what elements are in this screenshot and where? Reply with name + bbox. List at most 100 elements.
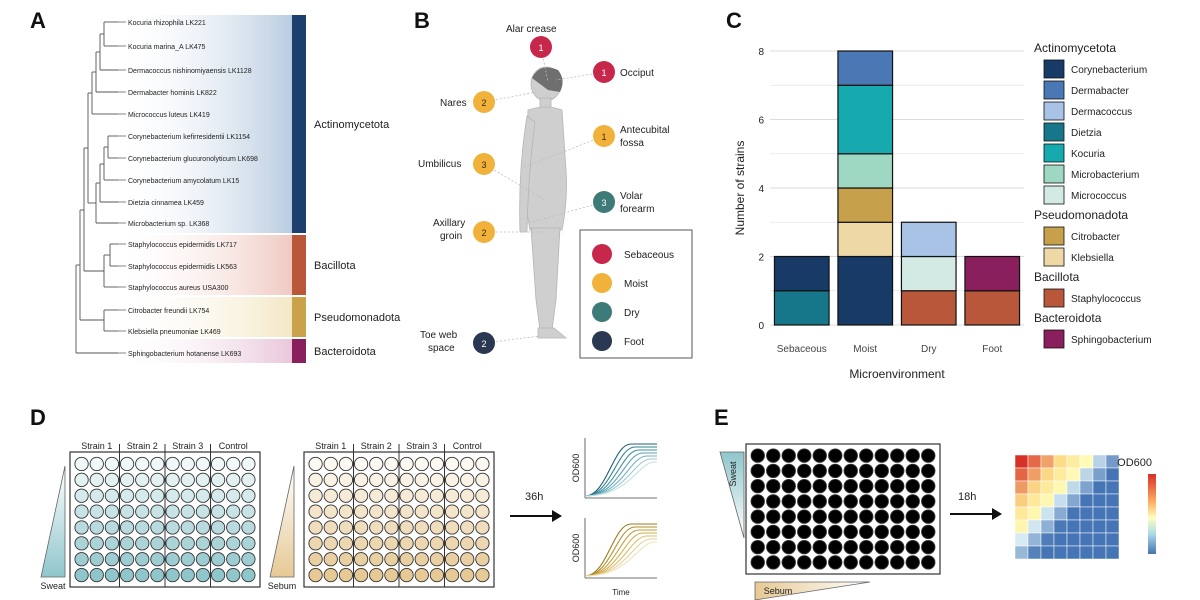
taxon-label: Citrobacter freundii LK754 <box>128 308 209 315</box>
taxon-label: Sphingobacterium hotanense LK693 <box>128 351 241 358</box>
legend-label: Sebaceous <box>624 250 674 261</box>
well <box>369 456 384 472</box>
well <box>89 504 104 519</box>
well <box>384 488 399 503</box>
column-label: Strain 1 <box>81 441 112 451</box>
heatmap-cell <box>1079 519 1094 534</box>
heatmap-cell <box>1079 480 1094 495</box>
well <box>460 504 475 519</box>
well <box>241 552 256 567</box>
well <box>104 552 120 567</box>
heatmap-cell <box>1079 506 1094 521</box>
well <box>475 456 490 472</box>
clade-bar <box>292 339 306 363</box>
well <box>119 456 135 472</box>
well <box>241 472 256 487</box>
well <box>475 504 490 519</box>
well <box>399 536 414 551</box>
well <box>781 509 796 524</box>
well <box>384 520 399 535</box>
growth-curve <box>584 455 657 497</box>
sweat-gradient-wedge <box>40 465 66 578</box>
well <box>828 555 843 570</box>
well <box>338 536 354 551</box>
clade-band <box>112 339 292 363</box>
column-label: Control <box>453 441 482 451</box>
heatmap-cell <box>1053 506 1068 521</box>
well <box>180 520 195 535</box>
well <box>308 472 323 487</box>
well <box>338 552 354 567</box>
well <box>797 555 812 570</box>
well <box>195 552 211 567</box>
well <box>797 463 812 479</box>
well <box>89 520 104 535</box>
well <box>165 567 180 583</box>
legend-swatch <box>1043 80 1065 100</box>
heatmap-cell <box>1014 454 1029 469</box>
bar-segment <box>773 290 830 326</box>
well <box>210 472 226 487</box>
well <box>781 555 796 570</box>
site-count: 1 <box>538 43 543 53</box>
clade-label: Actinomycetota <box>314 119 390 131</box>
well <box>414 488 429 503</box>
column-label: Control <box>219 441 248 451</box>
human-silhouette <box>519 66 568 339</box>
well <box>241 536 256 551</box>
well <box>475 472 490 487</box>
taxon-label: Corynebacterium glucuronolyticum LK698 <box>128 156 258 163</box>
well <box>226 488 241 503</box>
well <box>750 524 765 540</box>
legend-swatch <box>1043 164 1065 184</box>
well <box>226 567 241 583</box>
site-count: 3 <box>601 198 606 208</box>
arm <box>519 115 536 233</box>
well <box>210 536 226 551</box>
well <box>210 520 226 535</box>
legend-marker <box>592 273 612 293</box>
well <box>180 456 195 472</box>
well <box>828 509 843 524</box>
well <box>135 472 150 487</box>
sweat-label: Sweat <box>40 581 66 591</box>
heatmap-cell <box>1040 506 1055 521</box>
heatmap-cell <box>1092 454 1107 469</box>
taxon-label: Dietzia cinnamea LK459 <box>128 200 204 207</box>
well <box>74 552 89 567</box>
heatmap-cell <box>1014 467 1029 482</box>
heatmap-cell <box>1053 545 1068 560</box>
taxon-label: Microbacterium sp. LK368 <box>128 221 209 228</box>
site-count: 3 <box>481 160 486 170</box>
legend-item-label: Microbacterium <box>1071 170 1139 181</box>
well <box>750 555 765 570</box>
taxon-label: Kocuria marina_A LK475 <box>128 44 206 51</box>
well <box>135 567 150 583</box>
well <box>890 539 905 555</box>
panel-c-label: C <box>726 8 742 33</box>
heatmap-cell <box>1105 532 1120 547</box>
well <box>150 552 165 567</box>
heatmap-cell <box>1027 519 1042 534</box>
well <box>890 524 905 540</box>
legend-group-title: Bacteroidota <box>1034 311 1102 325</box>
well <box>135 520 150 535</box>
well <box>180 552 195 567</box>
well <box>750 448 765 463</box>
well <box>165 552 180 567</box>
well <box>766 524 781 540</box>
well <box>241 504 256 519</box>
well <box>843 539 858 555</box>
heatmap-cell <box>1014 493 1029 508</box>
heatmap-cell <box>1053 480 1068 495</box>
well <box>460 536 475 551</box>
well <box>475 552 490 567</box>
heatmap-cell <box>1014 480 1029 495</box>
heatmap-cell <box>1040 519 1055 534</box>
y-tick-label: 2 <box>758 253 764 264</box>
site-marker <box>473 221 495 243</box>
well <box>384 472 399 487</box>
